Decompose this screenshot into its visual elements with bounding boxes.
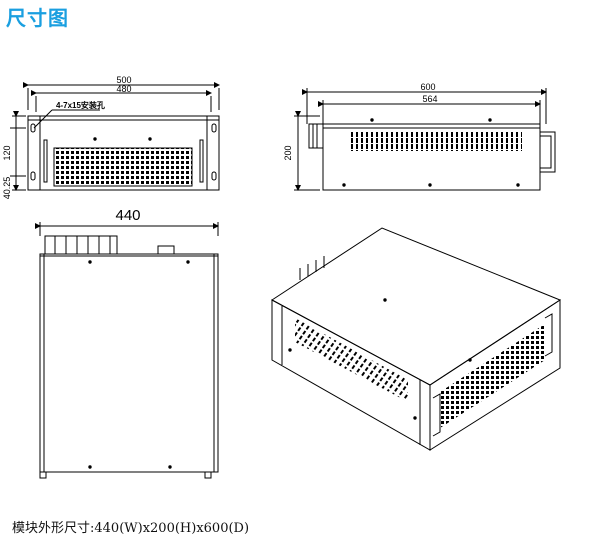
dim-depth-outer: 600	[420, 82, 435, 92]
module-dimensions-caption: 模块外形尺寸:440(W)x200(H)x600(D)	[12, 521, 250, 536]
front-view	[10, 82, 220, 191]
dim-depth-inner: 564	[422, 94, 437, 104]
dim-side-height: 200	[283, 145, 293, 160]
hole-label: 4-7x15安装孔	[56, 100, 105, 110]
dim-hole-offset: 40.25	[2, 177, 12, 200]
isometric-view	[271, 227, 562, 451]
dim-height-left: 120	[2, 145, 12, 160]
top-view	[35, 222, 219, 479]
page-title: 尺寸图	[6, 6, 69, 30]
dim-width-outer: 500	[116, 75, 131, 85]
dim-width-inner: 480	[116, 84, 131, 94]
dim-top-width: 440	[115, 207, 140, 224]
side-view	[294, 88, 556, 191]
